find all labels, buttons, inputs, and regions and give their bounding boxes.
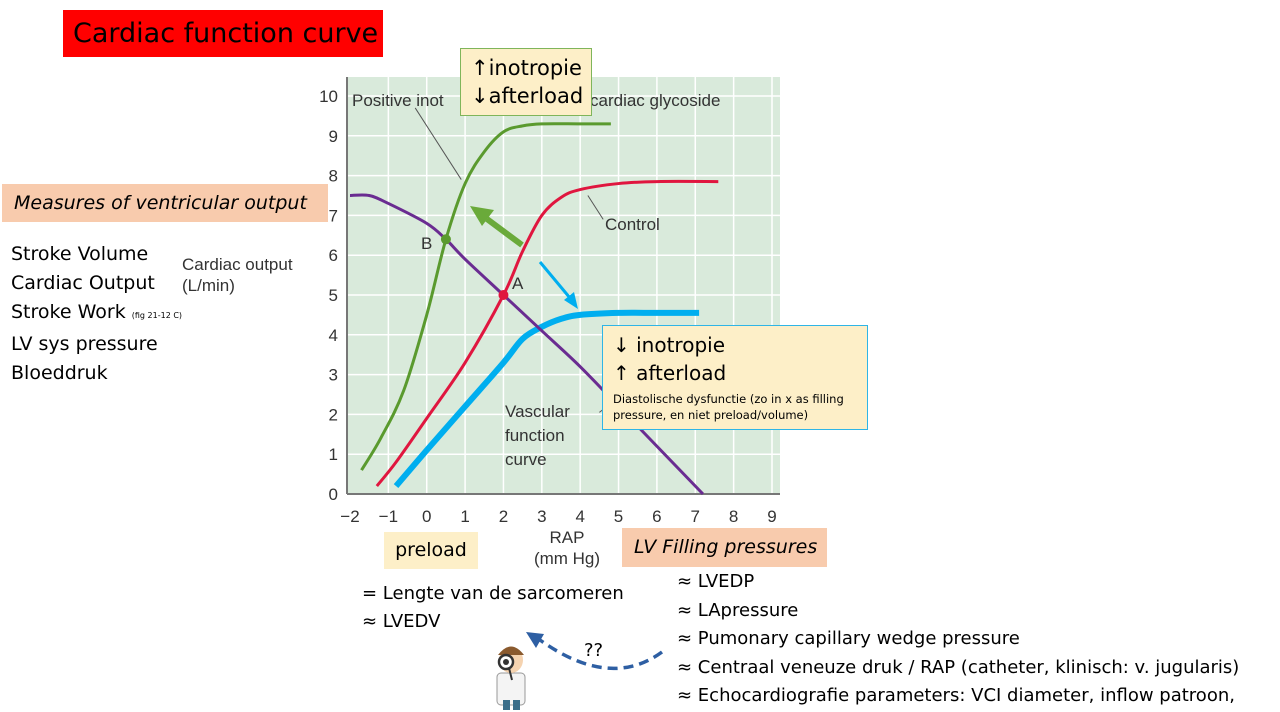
vascular-label-line2: function bbox=[505, 426, 565, 445]
y-tick-label: 7 bbox=[329, 206, 338, 225]
filling-item: ≈ Pumonary capillary wedge pressure bbox=[677, 628, 1020, 649]
x-tick-label: 4 bbox=[575, 507, 584, 526]
measures-item-text: Stroke Work bbox=[11, 301, 126, 323]
x-axis-title-line2: (mm Hg) bbox=[533, 549, 601, 568]
x-tick-label: −2 bbox=[340, 507, 359, 526]
filling-pressures-list: ≈ LVEDP ≈ LApressure ≈ Pumonary capillar… bbox=[677, 568, 1239, 711]
y-axis-title: Cardiac output (L/min) bbox=[182, 254, 293, 296]
preload-label: preload bbox=[384, 532, 478, 569]
vascular-label-line3: curve bbox=[505, 450, 547, 469]
control-label: Control bbox=[605, 215, 660, 234]
callout-blue-line1: ↓ inotropie bbox=[613, 333, 726, 357]
doctor-magnifier-icon bbox=[496, 646, 526, 710]
point-a bbox=[498, 290, 509, 300]
x-tick-label: −1 bbox=[379, 507, 398, 526]
stroke-work-note: (fig 21-12 C) bbox=[131, 311, 183, 320]
measures-item: Stroke Work (fig 21-12 C) bbox=[11, 298, 182, 330]
point-b bbox=[440, 234, 451, 245]
x-tick-label: 2 bbox=[499, 507, 508, 526]
increase-inotropy-callout: ↑inotropie ↓afterload bbox=[460, 48, 592, 116]
dashed-question-arrow bbox=[526, 632, 664, 671]
y-tick-label: 10 bbox=[319, 87, 338, 106]
measures-heading: Measures of ventricular output bbox=[2, 184, 328, 222]
y-tick-label: 4 bbox=[329, 326, 338, 345]
y-tick-label: 6 bbox=[329, 246, 338, 265]
series-line-depressed bbox=[393, 309, 700, 488]
up-shift-arrow bbox=[470, 206, 524, 248]
axes bbox=[346, 77, 780, 495]
x-tick-label: 1 bbox=[460, 507, 469, 526]
x-tick-label: 7 bbox=[691, 507, 700, 526]
x-axis-title-line1: RAP bbox=[549, 528, 585, 547]
y-tick-label: 0 bbox=[329, 485, 338, 504]
preload-item: = Lengte van de sarcomeren bbox=[362, 583, 624, 604]
measures-list: Stroke Volume Cardiac Output Stroke Work… bbox=[11, 240, 182, 388]
y-tick-label: 3 bbox=[329, 366, 338, 385]
measures-item: Bloeddruk bbox=[11, 362, 108, 384]
x-tick-labels: −2 −1 0 1 2 3 4 5 6 7 8 9 bbox=[340, 507, 776, 526]
decrease-inotropy-callout: ↓ inotropie ↑ afterload Diastolische dys… bbox=[602, 325, 868, 430]
filling-item: ≈ Echocardiografie parameters: VCI diame… bbox=[677, 685, 1235, 706]
y-tick-labels: 0 1 2 3 4 5 6 7 8 9 10 bbox=[319, 87, 338, 504]
callout-blue-line2: ↑ afterload bbox=[613, 361, 727, 385]
point-b-label: B bbox=[421, 234, 432, 253]
filling-pressures-heading: LV Filling pressures bbox=[622, 528, 827, 567]
y-tick-label: 9 bbox=[329, 127, 338, 146]
y-tick-label: 8 bbox=[329, 167, 338, 186]
positive-inotrope-label-left: Positive inot bbox=[352, 91, 444, 110]
measures-item: Stroke Volume bbox=[11, 243, 149, 265]
x-tick-label: 3 bbox=[537, 507, 546, 526]
y-tick-label: 2 bbox=[329, 405, 338, 424]
vascular-label-line1: Vascular bbox=[505, 402, 570, 421]
control-leader-line bbox=[587, 195, 604, 220]
callout-green-line1: ↑inotropie bbox=[471, 56, 582, 80]
measures-item: Cardiac Output bbox=[11, 272, 155, 294]
positive-inotrope-label-right: cardiac glycoside bbox=[590, 91, 720, 110]
callout-green-line2: ↓afterload bbox=[471, 84, 584, 108]
measures-item: LV sys pressure bbox=[11, 333, 158, 355]
filling-item: ≈ LVEDP bbox=[677, 571, 755, 592]
callout-blue-note: Diastolische dysfunctie (zo in x as fill… bbox=[613, 392, 844, 422]
y-tick-label: 1 bbox=[329, 445, 338, 464]
x-tick-label: 8 bbox=[729, 507, 738, 526]
preload-item: ≈ LVEDV bbox=[362, 611, 441, 632]
positive-inotrope-leader-line bbox=[414, 107, 462, 180]
x-axis-title: RAP (mm Hg) bbox=[527, 527, 607, 569]
y-axis-title-line2: (L/min) bbox=[182, 276, 235, 295]
filling-item: ≈ Centraal veneuze druk / RAP (catheter,… bbox=[677, 656, 1240, 678]
x-tick-label: 9 bbox=[767, 507, 776, 526]
y-tick-label: 5 bbox=[329, 286, 338, 305]
slide-title: Cardiac function curve bbox=[63, 10, 383, 57]
down-shift-arrow bbox=[538, 261, 578, 309]
point-a-label: A bbox=[512, 274, 524, 293]
x-tick-label: 6 bbox=[652, 507, 661, 526]
filling-item: ≈ LApressure bbox=[677, 599, 799, 621]
y-axis-title-line1: Cardiac output bbox=[182, 255, 293, 274]
x-tick-label: 5 bbox=[614, 507, 623, 526]
x-tick-label: 0 bbox=[422, 507, 431, 526]
preload-list: = Lengte van de sarcomeren ≈ LVEDV bbox=[362, 580, 624, 636]
series-line-control bbox=[375, 179, 719, 487]
question-marks: ?? bbox=[584, 640, 604, 661]
equilibrium-points bbox=[440, 234, 509, 300]
series-line-positive-inotrope bbox=[360, 122, 611, 471]
